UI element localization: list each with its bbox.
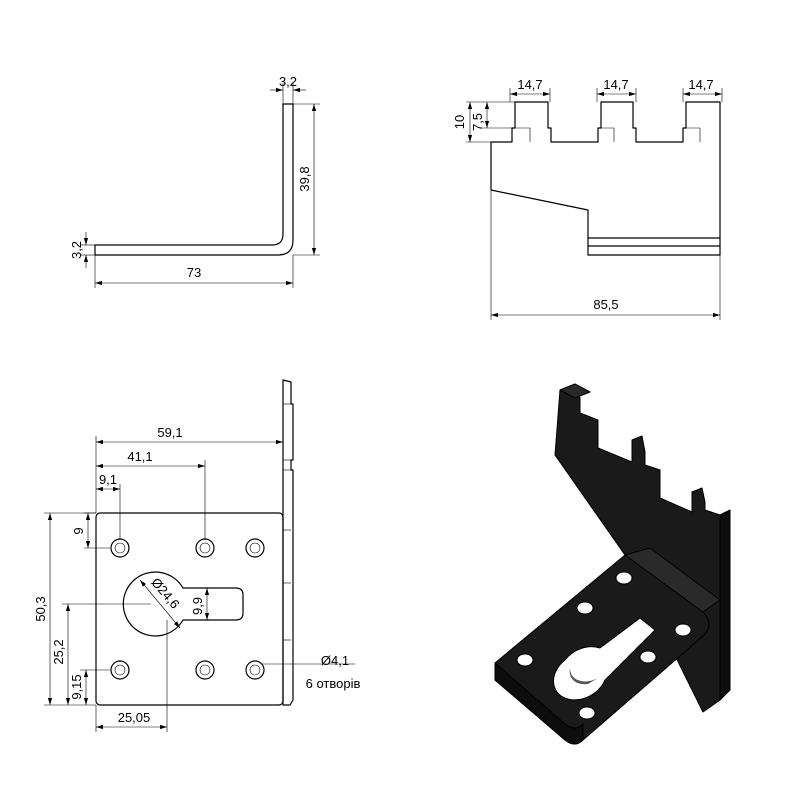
front-view: 59,1 41,1 9,1 9 50,3 25,2 9,15 25,05	[33, 379, 361, 732]
dim-front-w91: 9,1	[99, 472, 117, 487]
front-plate	[95, 512, 284, 706]
mounting-holes	[110, 538, 265, 680]
hole-inner	[199, 664, 211, 676]
hole	[110, 660, 130, 680]
dim-front-h503: 50,3	[33, 596, 48, 621]
top-tab1-inner	[512, 127, 531, 142]
dim-front-h252: 25,2	[51, 639, 66, 664]
iso-wall-top	[559, 383, 591, 399]
hole-inner	[249, 542, 261, 554]
hole	[195, 538, 215, 558]
iso-hole	[576, 601, 594, 615]
keyhole-cutout	[122, 571, 244, 637]
side-view: 3,2 39,8 3,2 73	[69, 74, 320, 288]
top-view: 14,7 14,7 14,7 10 7,5 85,5	[452, 77, 723, 320]
top-tab3-inner	[683, 127, 701, 142]
iso-bend	[624, 547, 721, 613]
hole	[245, 538, 265, 558]
dim-front-w411: 41,1	[127, 449, 152, 464]
dim-side-thickness-top: 3,2	[279, 74, 297, 89]
dim-front-slot-width: 9,9	[190, 597, 205, 615]
dim-front-w591: 59,1	[157, 425, 182, 440]
dim-top-tab3: 14,7	[688, 77, 713, 92]
dim-front-hole-diameter: Ø4,1	[321, 653, 349, 668]
iso-base-edge	[494, 662, 584, 745]
dim-side-length: 73	[187, 265, 201, 280]
dim-side-height: 39,8	[297, 166, 312, 191]
hole	[110, 538, 130, 558]
iso-hole	[615, 571, 633, 585]
hole	[195, 660, 215, 680]
iso-wall-side	[719, 509, 731, 701]
hole	[245, 660, 265, 680]
dim-top-tab1: 14,7	[517, 77, 542, 92]
side-profile	[94, 103, 294, 256]
front-flange	[282, 379, 294, 706]
top-tab2-inner	[598, 127, 615, 142]
top-outline	[490, 101, 721, 256]
dim-top-width: 85,5	[593, 297, 618, 312]
dim-top-depth-outer: 10	[452, 115, 467, 129]
iso-keyhole	[553, 617, 656, 701]
dim-top-tab2: 14,7	[603, 77, 628, 92]
hole-inner	[199, 542, 211, 554]
isometric-view	[494, 383, 731, 745]
dim-top-depth-inner: 7,5	[470, 113, 485, 131]
dim-front-w2505: 25,05	[118, 710, 151, 725]
iso-hole	[639, 650, 657, 664]
iso-hole	[516, 653, 534, 667]
hole-inner	[114, 664, 126, 676]
iso-hole	[674, 623, 692, 637]
dim-side-thickness-left: 3,2	[69, 241, 84, 259]
hole-inner	[114, 542, 126, 554]
dim-front-h9: 9	[71, 527, 86, 534]
iso-holes	[516, 571, 692, 720]
dim-front-hole-count: 6 отворів	[306, 676, 361, 691]
hole-inner	[249, 664, 261, 676]
dim-front-h915: 9,15	[69, 674, 84, 699]
iso-hole	[578, 706, 596, 720]
